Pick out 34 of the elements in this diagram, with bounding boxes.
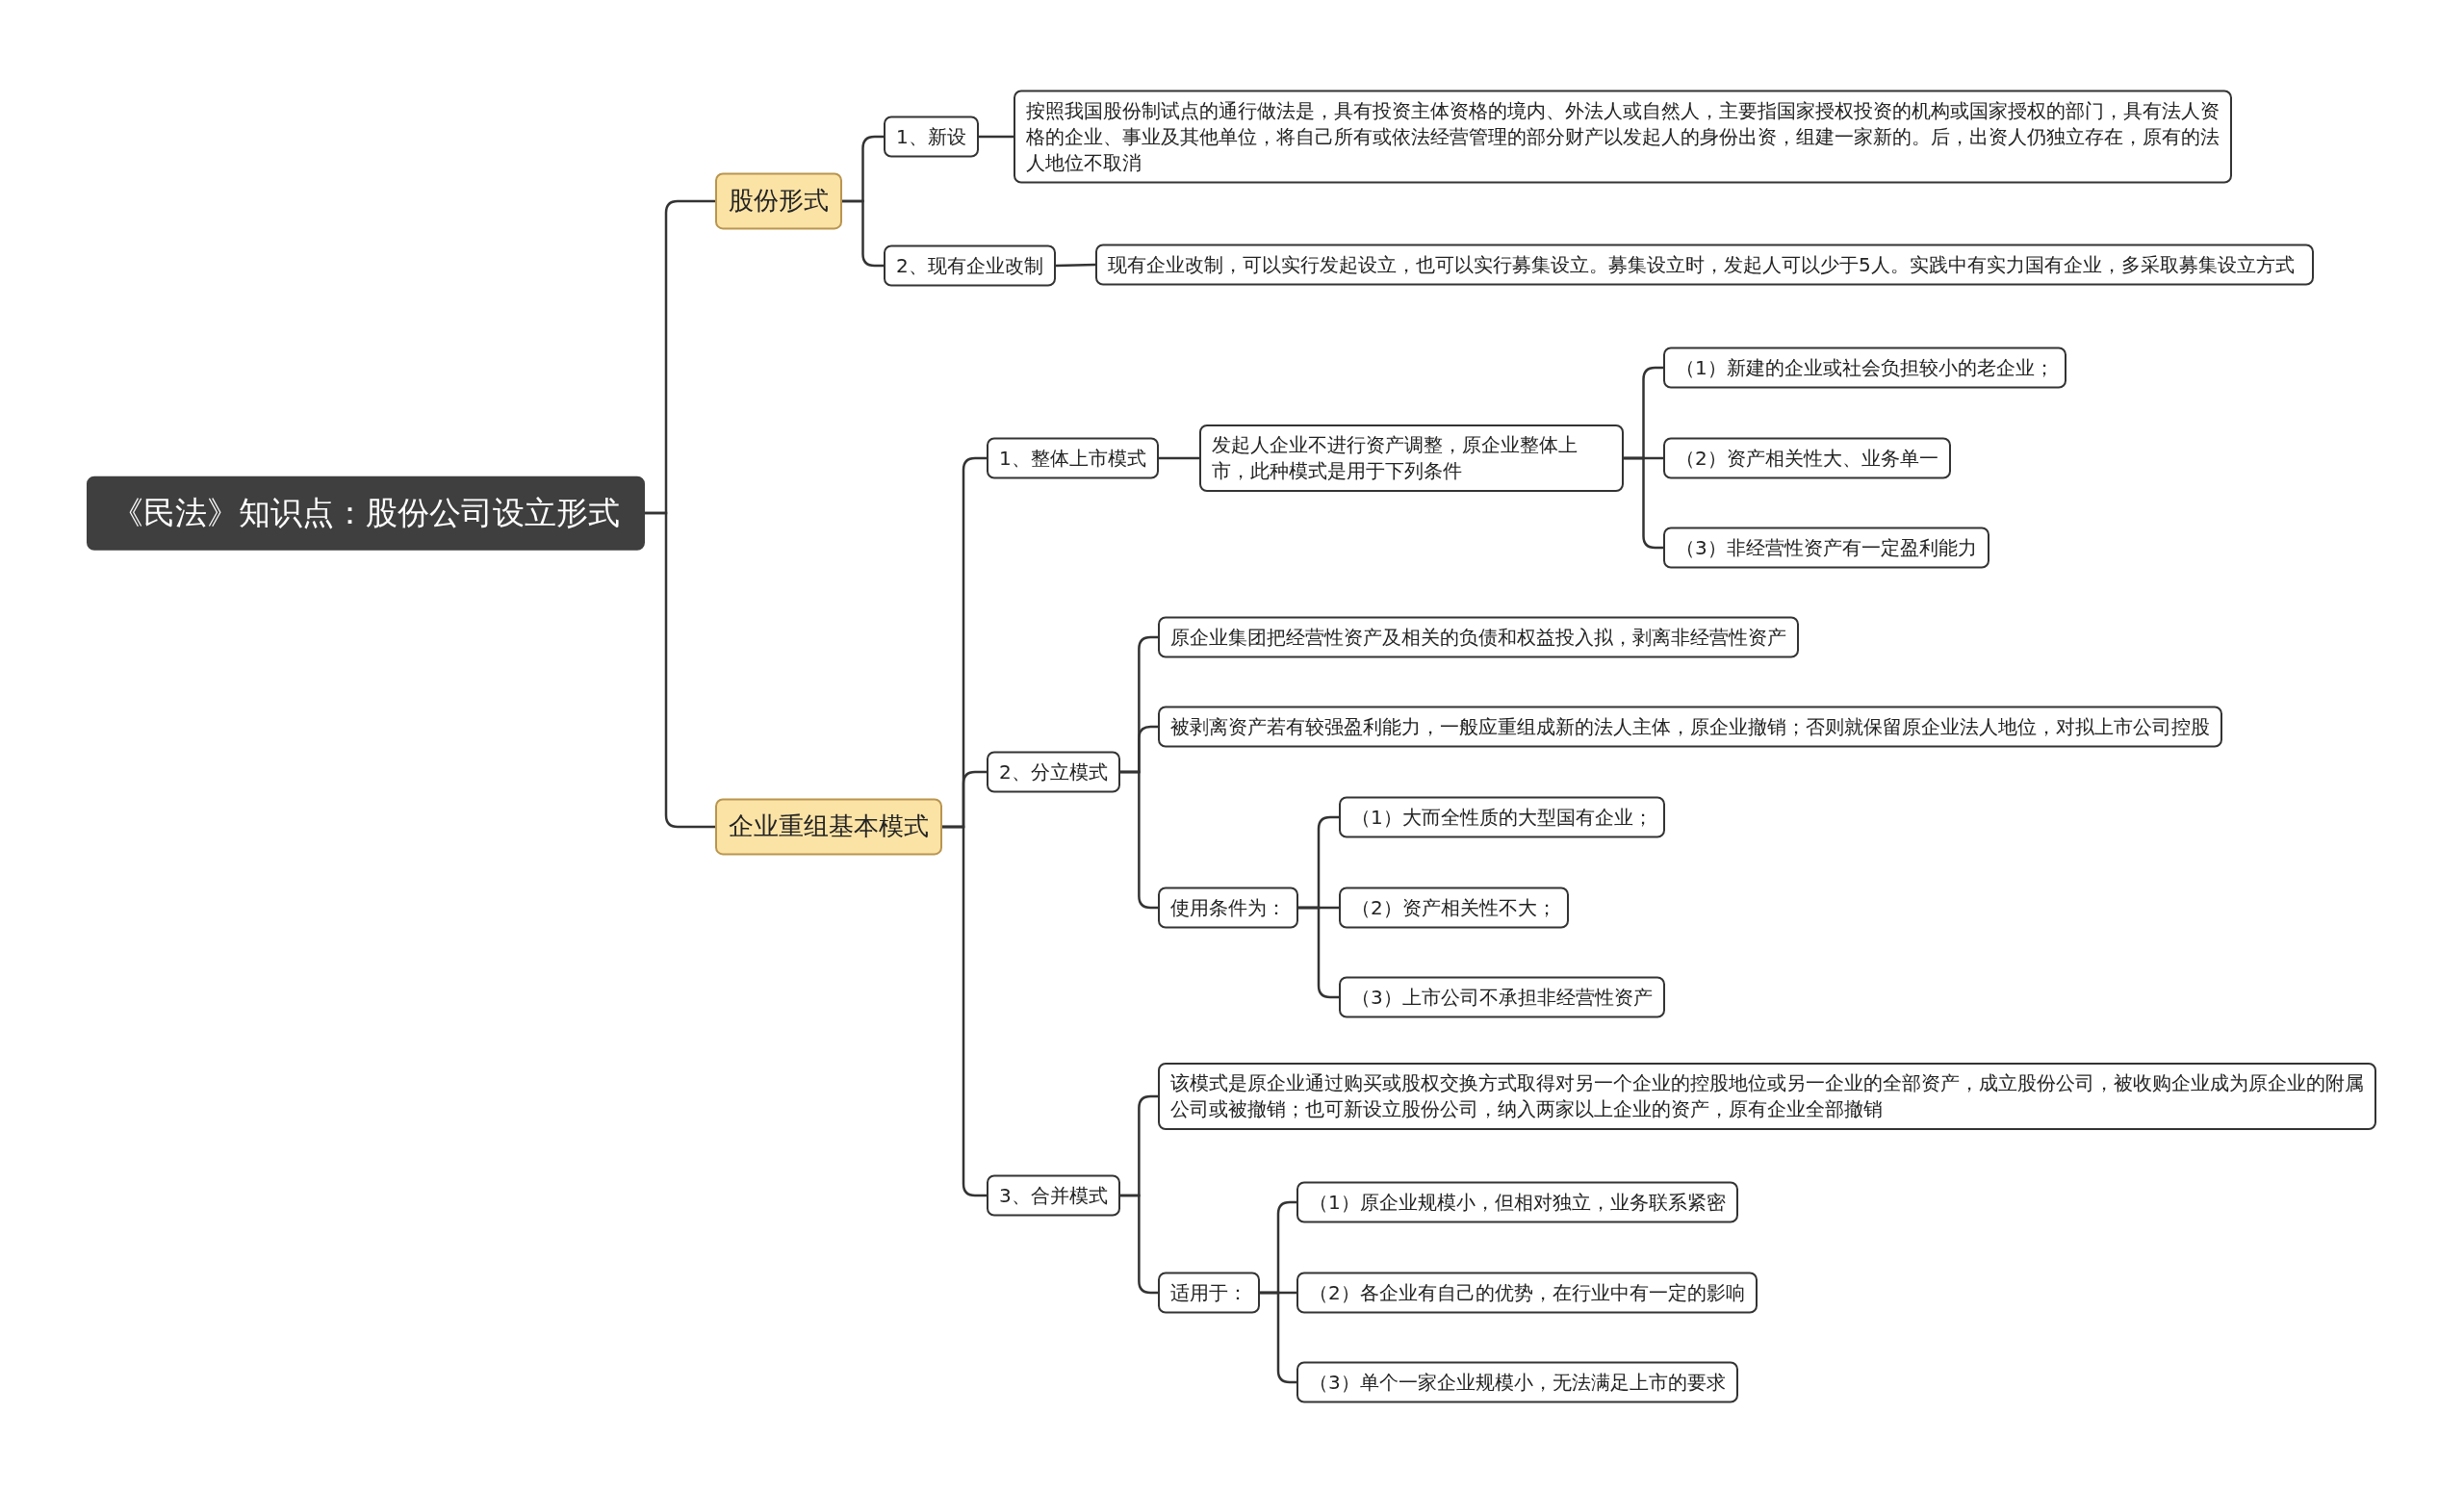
branch-line	[842, 199, 884, 268]
branch-line	[942, 825, 987, 1197]
branch-line	[1055, 263, 1096, 268]
topic-box: 3、合并模式	[987, 1174, 1120, 1217]
topic-box: 按照我国股份制试点的通行做法是，具有投资主体资格的境内、外法人或自然人，主要指国家授权投资的机构或国家授权的部门，具有法人资格的企业、事业及其他单位，将自己所有或依法经营管理的部分财产以发起人的身份出资，组建一家新的。后，出资人仍独立存在，原有的法人地位不取消	[1014, 90, 2232, 184]
topic-box: 原企业集团把经营性资产及相关的负债和权益投入拟，剥离非经营性资产	[1158, 616, 1799, 658]
topic-box: 现有企业改制，可以实行发起设立，也可以实行募集设立。募集设立时，发起人可以少于5人。实践中有实力国有企业，多采取募集设立方式	[1095, 244, 2314, 286]
branch-line	[1158, 456, 1199, 460]
topic-box: 2、现有企业改制	[884, 244, 1056, 287]
branch-line	[1298, 906, 1339, 999]
topic-box: 发起人企业不进行资产调整，原企业整体上市，此种模式是用于下列条件	[1199, 424, 1624, 492]
topic-box: （2）各企业有自己的优势，在行业中有一定的影响	[1296, 1272, 1758, 1314]
topic-box: 被剥离资产若有较强盈利能力，一般应重组成新的法人主体，原企业撤销；否则就保留原企业法人地位，对拟上市公司控股	[1158, 706, 2222, 748]
topic-box: （1）新建的企业或社会负担较小的老企业；	[1663, 347, 2066, 389]
topic-box: （3）非经营性资产有一定盈利能力	[1663, 527, 1989, 569]
topic-box: （2）资产相关性大、业务单一	[1663, 437, 1951, 479]
topic-box: （1）大而全性质的大型国有企业；	[1339, 796, 1665, 838]
topic-box: 该模式是原企业通过购买或股权交换方式取得对另一个企业的控股地位或另一企业的全部资产，成立股份公司，被收购企业成为原企业的附属公司或被撤销；也可新设立股份公司，纳入两家以上企业的资产，原有企业全部撤销	[1158, 1063, 2376, 1130]
topic-box: 适用于：	[1158, 1272, 1260, 1314]
topic-box: （1）原企业规模小，但相对独立，业务联系紧密	[1296, 1181, 1738, 1223]
main-topic-box: 企业重组基本模式	[715, 798, 942, 856]
branch-line	[978, 135, 1014, 139]
root-topic-box: 《民法》知识点：股份公司设立形式	[87, 476, 645, 551]
topic-box: 2、分立模式	[987, 751, 1120, 793]
branch-line	[645, 511, 715, 829]
topic-box: 使用条件为：	[1158, 887, 1298, 929]
topic-box: 1、新设	[884, 116, 979, 158]
topic-box: （2）资产相关性不大；	[1339, 887, 1569, 929]
topic-box: （3）上市公司不承担非经营性资产	[1339, 976, 1665, 1018]
topic-box: 1、整体上市模式	[987, 437, 1159, 479]
main-topic-box: 股份形式	[715, 172, 842, 230]
branch-line	[1260, 1291, 1296, 1384]
topic-box: （3）单个一家企业规模小，无法满足上市的要求	[1296, 1361, 1738, 1403]
branch-line	[1624, 456, 1663, 550]
